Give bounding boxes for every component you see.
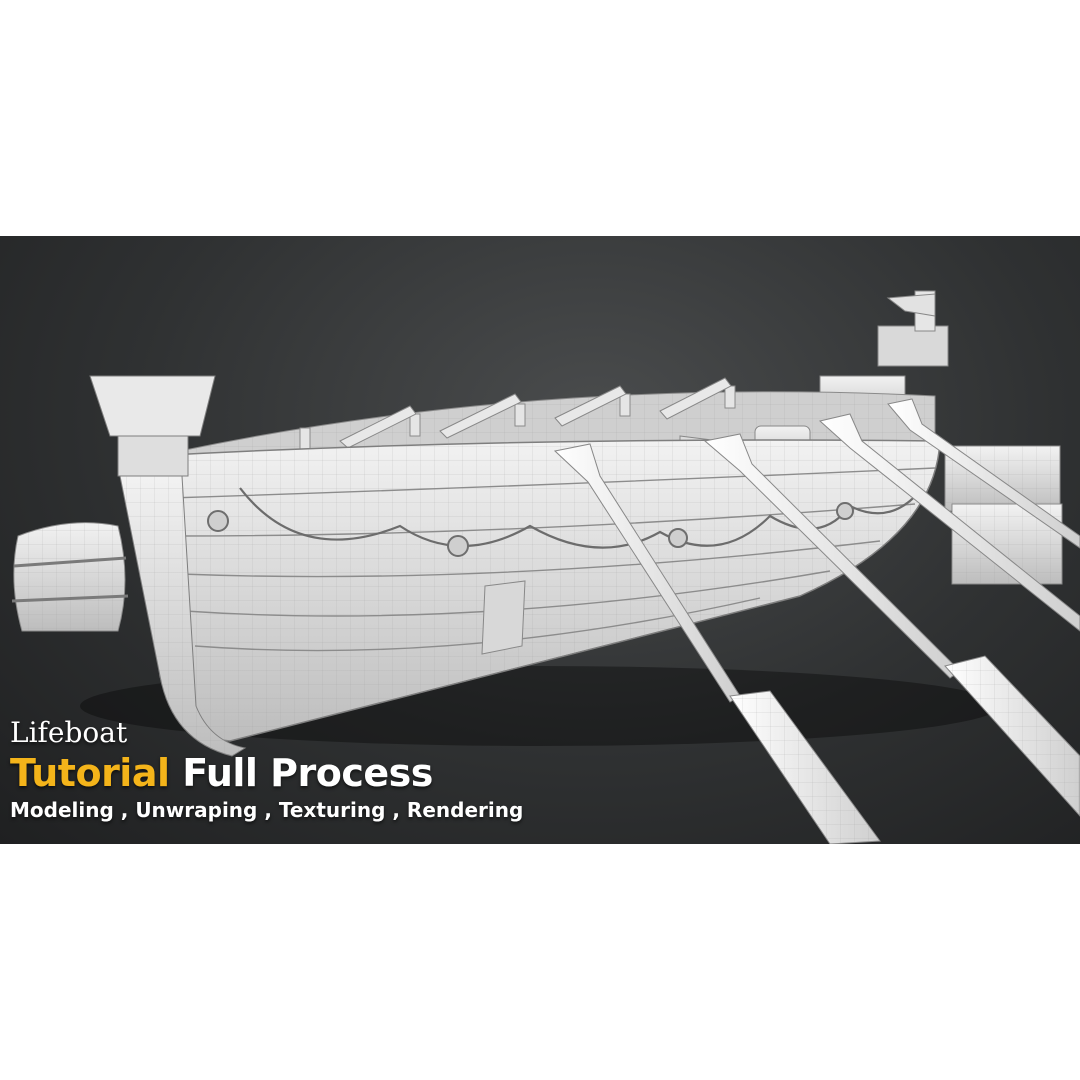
barrel-left (11, 522, 129, 632)
lifeboat-render (11, 290, 1080, 844)
stern-post-near (89, 375, 247, 757)
bow-post-far (877, 290, 949, 367)
hull (149, 439, 941, 742)
render-banner: Lifeboat Tutorial Full Process Modeling … (0, 236, 1080, 844)
caption-headline: Tutorial Full Process (10, 750, 570, 796)
caption-subtitle: Modeling , Unwraping , Texturing , Rende… (10, 798, 524, 822)
caption-block: Lifeboat Tutorial Full Process Modeling … (10, 716, 570, 824)
crates-right (819, 375, 1063, 585)
oars (553, 398, 1080, 844)
caption-title: Lifeboat (10, 716, 128, 749)
headline-rest: Full Process (182, 751, 433, 795)
headline-highlight: Tutorial (10, 751, 170, 795)
